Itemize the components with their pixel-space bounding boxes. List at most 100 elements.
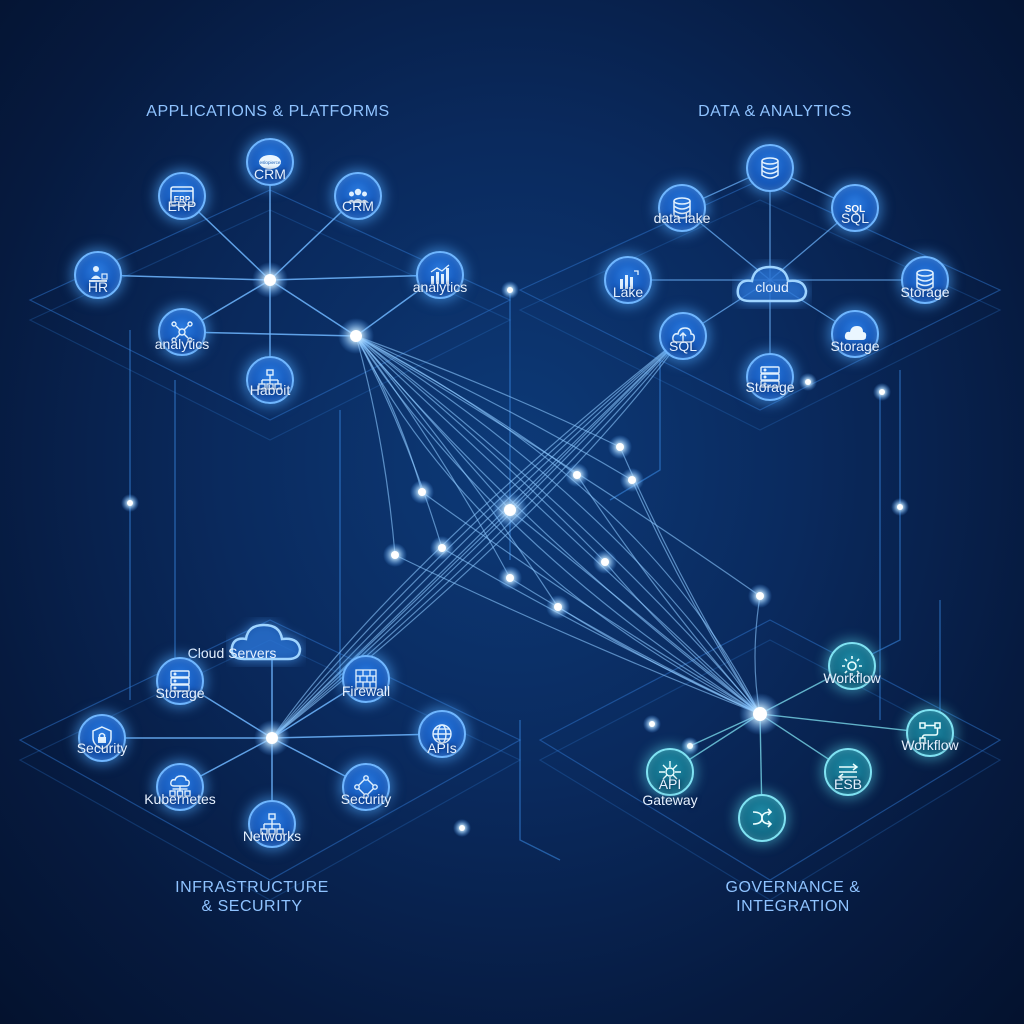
- kubernetes-node[interactable]: Kubernetes: [144, 763, 216, 811]
- sql-upload-node[interactable]: SQL: [659, 312, 707, 360]
- section-title-gov-line2: INTEGRATION: [736, 898, 850, 915]
- server-rack-icon: [156, 657, 204, 705]
- security-left-node[interactable]: Security: [76, 714, 128, 762]
- esb-label: ESB: [833, 776, 863, 792]
- security-left-label: Security: [76, 740, 128, 756]
- shuffle-icon: [738, 794, 786, 842]
- data-lake-node[interactable]: data lake: [654, 184, 710, 232]
- circuit-node-4: [459, 825, 465, 831]
- workflow-path-icon: [906, 709, 954, 757]
- erp-node[interactable]: ERP ERP: [158, 172, 206, 220]
- workflow-top-label: Workflow: [823, 670, 881, 686]
- cloud-icon: [831, 310, 879, 358]
- mesh-link-mid-gov-6: [631, 479, 761, 715]
- node-diamond-icon: [342, 763, 390, 811]
- crm-users-node[interactable]: CRM: [334, 172, 382, 220]
- circuit-node-1: [897, 504, 903, 510]
- mesh-node-0: [418, 488, 426, 496]
- sql-top-label: SQL: [840, 210, 870, 226]
- esb-node[interactable]: ESB: [824, 748, 872, 796]
- data-database-top-node[interactable]: [746, 144, 794, 192]
- bar-chart-icon: [416, 251, 464, 299]
- circuit-node-6: [687, 743, 693, 749]
- storage-db-node[interactable]: Storage: [900, 256, 950, 304]
- kubernetes-label: Kubernetes: [144, 791, 216, 807]
- api-gateway-label-line1: API: [658, 776, 682, 792]
- storage-infra-label: Storage: [155, 685, 205, 701]
- erp-label: ERP: [167, 198, 197, 214]
- database-icon: [901, 256, 949, 304]
- center-hub: [504, 504, 516, 516]
- apis-label: APIs: [427, 740, 457, 756]
- integration-node[interactable]: [738, 794, 786, 842]
- mesh-link-apps-mid-7: [355, 335, 559, 608]
- mesh-link-data-infra-1: [271, 335, 684, 739]
- cloud-icon: [230, 623, 302, 661]
- mesh-link-apps-mid-0: [355, 335, 423, 493]
- apps-hub: [264, 274, 276, 286]
- mesh-node-4: [601, 558, 609, 566]
- api-gateway-label-line2: Gateway: [642, 792, 698, 808]
- cloud-node[interactable]: cloud: [732, 259, 812, 309]
- shield-lock-icon: [78, 714, 126, 762]
- cloud-servers-node[interactable]: Cloud Servers: [188, 617, 306, 667]
- mesh-node-9: [506, 574, 514, 582]
- storage-cloud-label: Storage: [830, 338, 880, 354]
- mesh-link-apps-gov-2: [355, 335, 761, 715]
- crm-salesforce-node[interactable]: eslopierce CRM: [246, 138, 294, 186]
- infra-hub: [266, 732, 278, 744]
- users-group-icon: [334, 172, 382, 220]
- mesh-link-data-infra-3: [271, 335, 684, 739]
- globe-icon: [418, 710, 466, 758]
- storage-infra-node[interactable]: Storage: [155, 657, 205, 705]
- analytics-right-node[interactable]: analytics: [413, 251, 467, 299]
- section-title-gov: GOVERNANCE & INTEGRATION: [708, 878, 878, 916]
- erp-icon-text: ERP: [174, 195, 191, 204]
- section-title-infra: INFRASTRUCTURE & SECURITY: [160, 878, 344, 916]
- arrows-exchange-icon: [824, 748, 872, 796]
- mesh-link-apps-mid-1: [355, 335, 443, 549]
- mesh-link-data-infra-2: [271, 335, 684, 739]
- cloud-cluster-icon: [156, 763, 204, 811]
- salesforce-icon-text: eslopierce: [260, 160, 281, 165]
- gov-hub: [753, 707, 767, 721]
- workflow-right-node[interactable]: Workflow: [901, 709, 959, 757]
- firewall-node[interactable]: Firewall: [342, 655, 390, 703]
- lake-label: Lake: [612, 284, 644, 300]
- network-tree-icon: [248, 800, 296, 848]
- security-right-node[interactable]: Security: [341, 763, 391, 811]
- workflow-top-node[interactable]: Workflow: [823, 642, 881, 690]
- api-gateway-node[interactable]: API Gateway: [642, 748, 698, 808]
- cloud-icon: [736, 265, 808, 303]
- crm-salesforce-label: CRM: [254, 166, 286, 182]
- storage-db-label: Storage: [900, 284, 950, 300]
- haboit-label: Haboit: [249, 382, 291, 398]
- person-desk-icon: [74, 251, 122, 299]
- hr-label: HR: [87, 279, 109, 295]
- sql-icon-text: SQL: [845, 204, 866, 215]
- circuit-node-0: [127, 500, 133, 506]
- mesh-link-center-gov: [509, 509, 761, 715]
- mesh-link-apps-gov-3: [355, 335, 761, 715]
- storage-cloud-node[interactable]: Storage: [830, 310, 880, 358]
- sql-upload-label: SQL: [668, 338, 698, 354]
- hr-node[interactable]: HR: [74, 251, 122, 299]
- database-icon: [746, 144, 794, 192]
- analytics-left-node[interactable]: analytics: [155, 308, 209, 356]
- mesh-link-apps-mid-5: [355, 335, 621, 448]
- circuit-node-3: [805, 379, 811, 385]
- glow-nodes: [121, 262, 909, 837]
- networks-node[interactable]: Networks: [243, 800, 301, 848]
- storage-server-node[interactable]: Storage: [745, 353, 795, 401]
- mesh-node-3: [573, 471, 581, 479]
- erp-window-icon: ERP: [158, 172, 206, 220]
- mesh-link-data-center: [509, 335, 684, 511]
- cloud-servers-label: Cloud Servers: [187, 645, 277, 661]
- mesh-node-1: [438, 544, 446, 552]
- database-icon: [658, 184, 706, 232]
- apis-node[interactable]: APIs: [418, 710, 466, 758]
- haboit-node[interactable]: Haboit: [246, 356, 294, 404]
- sql-top-node[interactable]: SQL SQL: [831, 184, 879, 232]
- section-title-gov-line1: GOVERNANCE &: [725, 879, 861, 896]
- lake-node[interactable]: Lake: [604, 256, 652, 304]
